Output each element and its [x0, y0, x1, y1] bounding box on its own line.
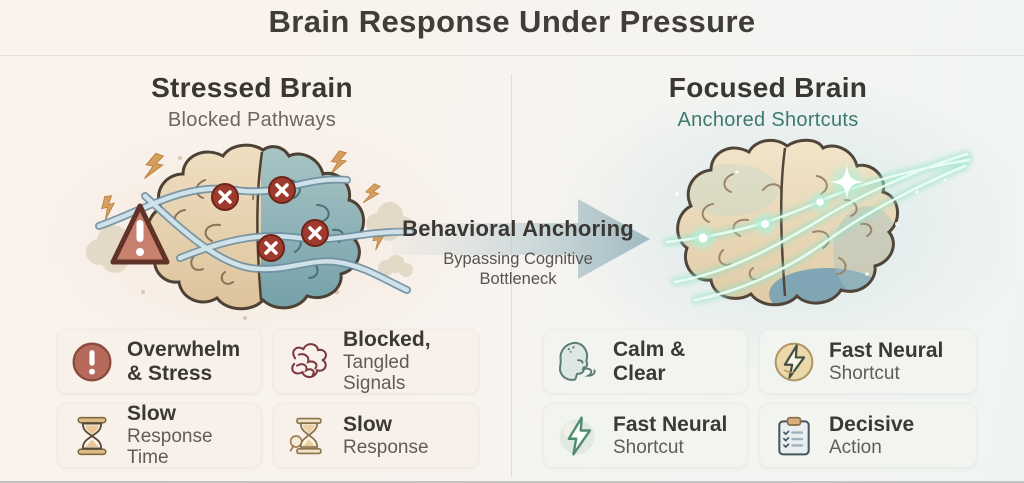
bottom-edge-line	[0, 481, 1024, 483]
stressed-brain-illustration	[85, 140, 415, 325]
card-line1: Slow	[343, 413, 393, 437]
stressed-panel-subtitle: Blocked Pathways	[167, 109, 337, 131]
focused-panel-title: Focused Brain	[668, 72, 868, 103]
hourglass-icon	[70, 414, 114, 458]
info-card-decisive-action: Decisive Action	[759, 403, 977, 468]
card-line2: Tangled Signals	[343, 352, 410, 395]
stressed-panel-title: Stressed Brain	[151, 72, 353, 103]
card-line1: Slow	[127, 402, 177, 426]
info-card-calm-clear: Calm & Clear	[543, 329, 748, 394]
arrow-sub-line2: Bottleneck	[479, 270, 557, 289]
info-card-overwhelm-stress: Overwhelm & Stress	[57, 329, 262, 394]
card-line1: Fast Neural	[613, 413, 728, 437]
behavioral-anchoring-arrow	[392, 192, 652, 287]
bolt-green-icon	[556, 414, 600, 458]
stressed-panel-header: Stressed Brain Blocked Pathways	[62, 72, 442, 132]
card-line2: & Stress	[127, 361, 213, 385]
page-title: Brain Response Under Pressure	[268, 4, 756, 39]
blocked-node-x-icons	[211, 176, 329, 262]
hourglass-outline-icon	[286, 414, 330, 458]
info-card-slow-response: Slow Response	[273, 403, 479, 468]
card-line2: Shortcut	[829, 362, 900, 384]
focused-panel-header: Focused Brain Anchored Shortcuts	[578, 72, 958, 132]
tangled-signals-icon	[286, 340, 330, 384]
panel-divider-line	[511, 74, 512, 477]
card-line1: Blocked,	[343, 328, 431, 352]
warning-triangle-icon	[110, 203, 170, 265]
info-card-slow-response-time: Slow Response Time	[57, 402, 262, 469]
center-annotation: Behavioral Anchoring Bypassing Cognitive…	[396, 216, 640, 289]
arrow-sub-line1: Bypassing Cognitive	[443, 250, 593, 268]
focused-panel-subtitle: Anchored Shortcuts	[677, 109, 859, 131]
arrow-label: Behavioral Anchoring	[402, 216, 634, 241]
alert-circle-icon	[70, 340, 114, 384]
clipboard-checklist-icon	[772, 414, 816, 458]
focused-brain-illustration	[615, 132, 975, 322]
card-line2: Response Time	[127, 426, 213, 469]
sparkle-dots	[675, 170, 947, 276]
glowing-shortcut-paths	[663, 150, 973, 304]
title-separator-line	[0, 55, 1024, 56]
info-card-fast-neural-shortcut-bottom: Fast Neural Shortcut	[543, 403, 748, 468]
lightning-bolt-icons	[101, 150, 385, 251]
card-line1: Calm & Clear	[613, 337, 686, 385]
card-line2: Action	[829, 436, 882, 458]
info-card-blocked-tangled-signals: Blocked, Tangled Signals	[273, 328, 479, 395]
card-line1: Fast Neural	[829, 339, 944, 363]
card-line1: Overwhelm	[127, 337, 241, 361]
card-line2: Shortcut	[613, 436, 684, 458]
card-line2: Response	[343, 436, 429, 458]
info-card-fast-neural-shortcut-top: Fast Neural Shortcut	[759, 329, 977, 394]
glow-node-icons	[692, 193, 829, 249]
bolt-circle-icon	[772, 340, 816, 384]
card-line1: Decisive	[829, 413, 915, 437]
calm-head-icon	[556, 340, 600, 384]
starburst-icon	[830, 165, 864, 199]
